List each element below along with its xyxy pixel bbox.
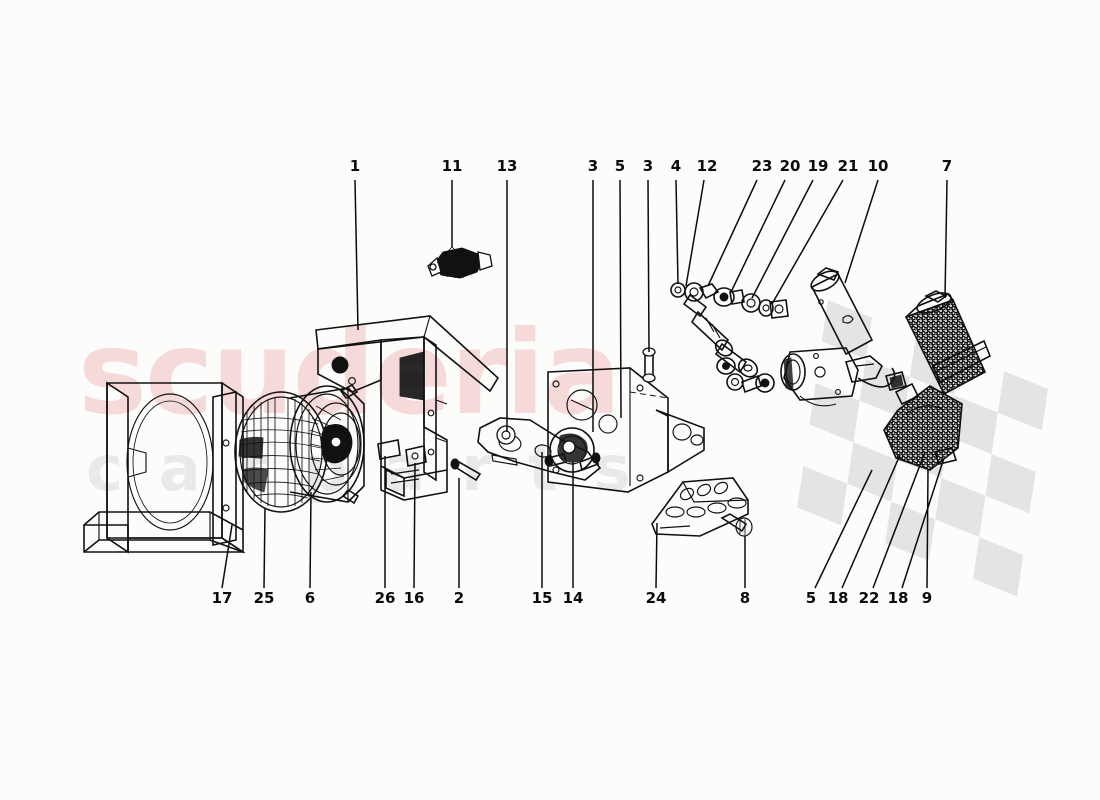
callout-label-14[interactable]: 14 [562,589,584,607]
part-headlight-bulb [427,246,493,279]
part-perforated-adjuster-bracket [651,477,749,537]
callout-label-13[interactable]: 13 [496,157,518,175]
callout-label-6[interactable]: 6 [304,589,316,607]
callout-label-25[interactable]: 25 [253,589,275,607]
callout-label-3b[interactable]: 3 [642,157,654,175]
callout-label-18a[interactable]: 18 [827,589,849,607]
callout-label-24[interactable]: 24 [645,589,667,607]
callout-label-2[interactable]: 2 [453,589,465,607]
part-pivot-bracket [477,417,602,481]
callout-label-7[interactable]: 7 [941,157,953,175]
callout-label-15[interactable]: 15 [531,589,553,607]
part-lift-motor-small [780,267,907,407]
part-lamp-housing-ring [289,383,365,505]
part-support-plate [547,347,705,493]
callout-leader-lines [221,179,948,589]
callout-label-11[interactable]: 11 [441,157,463,175]
callout-label-16[interactable]: 16 [403,589,425,607]
callout-label-8[interactable]: 8 [739,589,751,607]
callout-label-22[interactable]: 22 [858,589,880,607]
callout-label-23[interactable]: 23 [751,157,773,175]
callout-label-10[interactable]: 10 [867,157,889,175]
part-fasteners-and-link-rod [670,282,789,394]
part-screw-2 [450,458,482,482]
callout-label-26[interactable]: 26 [374,589,396,607]
callout-label-4[interactable]: 4 [670,157,682,175]
part-headlight-bucket-shroud [83,381,246,554]
callout-label-12[interactable]: 12 [696,157,718,175]
callout-label-17[interactable]: 17 [211,589,233,607]
callout-label-18b[interactable]: 18 [887,589,909,607]
part-screw-8 [720,513,753,537]
callout-label-9[interactable]: 9 [921,589,933,607]
callout-label-3a[interactable]: 3 [587,157,599,175]
callout-label-1[interactable]: 1 [349,157,361,175]
part-small-fittings [377,439,427,467]
callout-label-19[interactable]: 19 [807,157,829,175]
callout-label-5b[interactable]: 5 [805,589,817,607]
part-headlight-mount-frame [315,315,500,501]
callout-label-20[interactable]: 20 [779,157,801,175]
part-sealed-beam-lamp [234,391,328,513]
callout-label-21[interactable]: 21 [837,157,859,175]
callout-label-5a[interactable]: 5 [614,157,626,175]
